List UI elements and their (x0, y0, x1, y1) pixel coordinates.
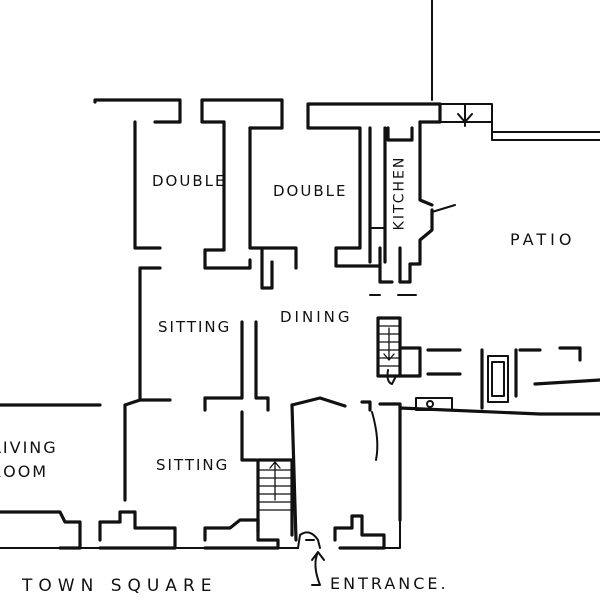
street-label-entrance: ENTRANCE. (330, 574, 449, 593)
wall-rear-extension (398, 378, 600, 416)
patio-wall (491, 131, 600, 141)
entrance-stair-treads (257, 460, 293, 511)
kitchen-inner-stub (386, 126, 414, 142)
wall-top-left (93, 98, 182, 124)
wall-top-middle (200, 98, 284, 130)
room-label-double-right: DOUBLE (273, 182, 348, 200)
wall-sitting-lower-top (0, 398, 142, 502)
room-label-double-left: DOUBLE (152, 172, 227, 190)
wc-fixture (386, 369, 397, 385)
kitchen-south-wall (378, 246, 422, 284)
room-label-living-line2: ROOM (0, 462, 49, 481)
wall-top-right (306, 102, 442, 130)
room-label-sitting-upper: SITTING (158, 318, 232, 336)
room-label-dining: DINING (280, 308, 353, 326)
street-label-town-square: TOWN SQUARE (22, 576, 218, 596)
wall-corridor-west (240, 403, 298, 542)
room-label-living-line1: LIVING (0, 438, 58, 457)
room-label-kitchen: KITCHEN (391, 155, 408, 231)
wall-double-left-west (133, 120, 162, 250)
entrance-door (297, 531, 321, 549)
facade-bottom (0, 510, 386, 550)
bathtub (487, 355, 509, 403)
street-curb (0, 519, 401, 549)
kitchen-wall-west (368, 126, 387, 264)
wall-double-partition (203, 120, 298, 270)
kitchen-wall-east (418, 120, 434, 264)
door-swing-bath (371, 411, 379, 461)
wall-east-corridor (360, 400, 402, 522)
kitchen-door-swing (431, 204, 456, 213)
stair-treads-upper (377, 325, 401, 367)
wall-sitting-partition (203, 320, 270, 412)
wall-sitting-upper-west (138, 266, 162, 402)
door-stair-top (439, 103, 600, 133)
wall-bathroom (480, 346, 582, 410)
room-label-patio: PATIO (510, 230, 576, 249)
wall-double-right-east (326, 126, 382, 268)
wall-bath-block (398, 346, 462, 378)
room-label-sitting-lower: SITTING (156, 456, 230, 474)
wall-middle-lower (138, 396, 347, 412)
entrance-arrow (311, 551, 325, 586)
wall-sitting-upper-top (203, 248, 274, 290)
